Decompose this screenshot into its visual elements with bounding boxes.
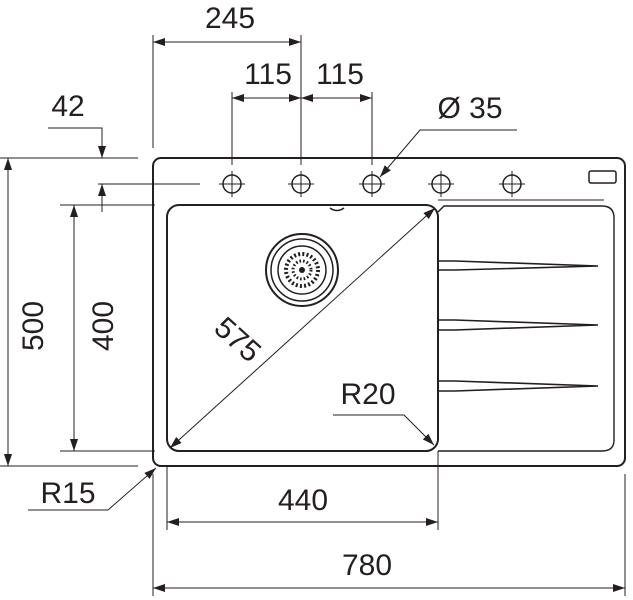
leader-diameter-35 [379,129,517,178]
tap-holes [219,171,525,197]
label-115-left: 115 [244,58,292,91]
label-780: 780 [342,549,392,582]
overflow-slot [588,170,617,184]
tap-hole [359,171,385,197]
drainboard-groove [437,380,599,392]
sink-body [152,157,626,467]
label-245: 245 [205,2,255,35]
tap-hole [428,171,454,197]
label-r15: R15 [40,477,95,510]
tap-hole [499,171,525,197]
dimension-line-575 [169,207,436,449]
label-440: 440 [278,484,328,517]
drain-strainer [265,233,339,307]
label-r20: R20 [340,378,395,411]
sink-outer-outline [152,157,626,467]
dimension-labels: 245 115 115 42 Ø 35 500 400 575 R20 R15 … [17,2,503,582]
drainboard-outline [437,205,615,452]
leader-r20 [333,414,435,446]
drain-center [299,267,305,273]
drainboard-groove [437,260,599,271]
label-42: 42 [51,90,84,123]
label-diameter-35: Ø 35 [437,92,502,125]
drainboard-groove [437,319,599,331]
label-575: 575 [208,311,267,369]
label-500: 500 [17,301,50,351]
label-400: 400 [87,301,120,351]
bowl-back-overflow [329,207,345,212]
tap-hole [288,171,314,197]
tap-hole [219,171,245,197]
leader-42 [48,127,106,158]
label-115-right: 115 [316,58,364,91]
leader-r15 [28,467,157,511]
drainboard-grooves [437,260,599,392]
